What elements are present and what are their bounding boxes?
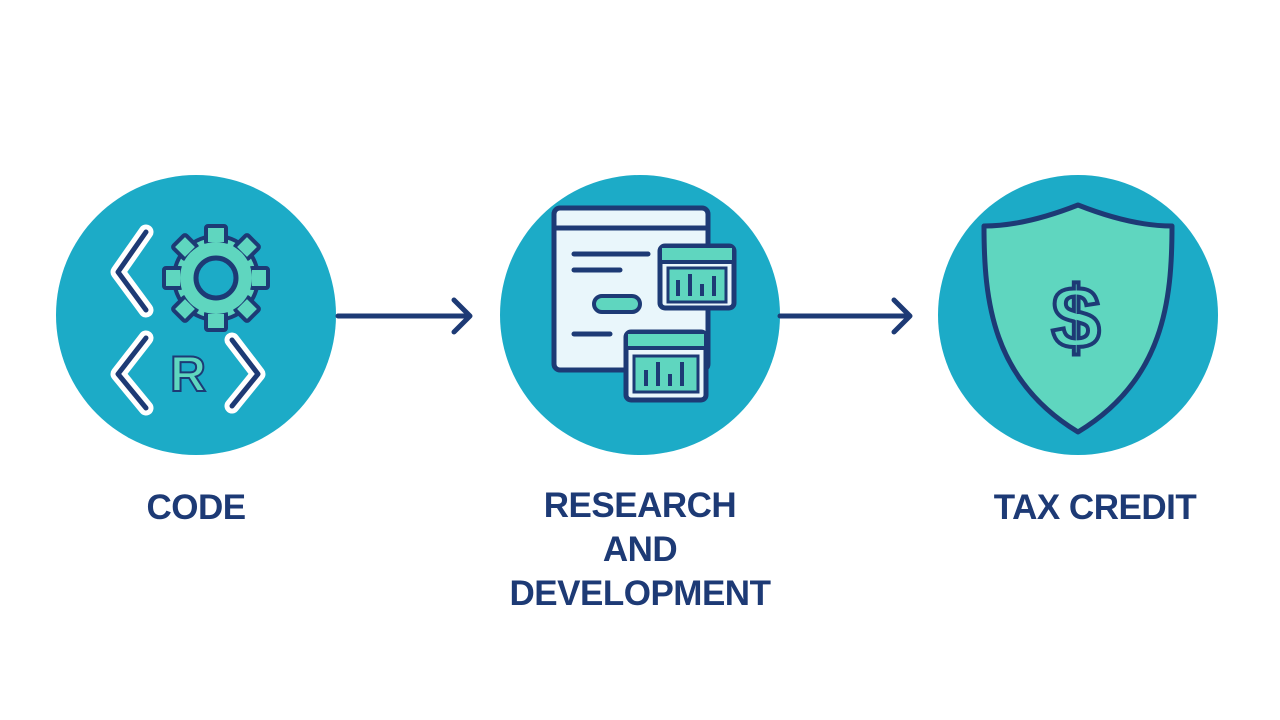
- shield-icon: [981, 202, 1175, 435]
- tax-credit-label-text: TAX CREDIT: [993, 488, 1197, 527]
- research-step: [500, 175, 780, 455]
- code-gear-icon: R: [110, 224, 270, 416]
- gear-icon: [162, 224, 270, 332]
- code-step: R: [56, 175, 336, 455]
- code-label: CODE: [96, 486, 296, 530]
- research-label-line-1: RESEARCH: [543, 486, 737, 525]
- arrow-right-icon: [335, 297, 473, 335]
- code-letter: R: [170, 346, 206, 402]
- research-label: RESEARCH AND DEVELOPMENT: [470, 484, 810, 616]
- chart-card-icon: [623, 329, 709, 403]
- research-label-line-3: DEVELOPMENT: [509, 574, 771, 613]
- research-window-chart-icon: [551, 205, 737, 403]
- chart-card-icon: [657, 243, 737, 311]
- tax-credit-label: TAX CREDIT: [940, 486, 1250, 530]
- tax-credit-step: $: [938, 175, 1218, 455]
- shield-dollar-icon: $: [981, 202, 1175, 435]
- arrow-right-icon: [777, 297, 913, 335]
- dollar-icon: $: [1052, 268, 1101, 367]
- code-label-text: CODE: [146, 488, 246, 527]
- research-label-line-2: AND: [602, 530, 678, 569]
